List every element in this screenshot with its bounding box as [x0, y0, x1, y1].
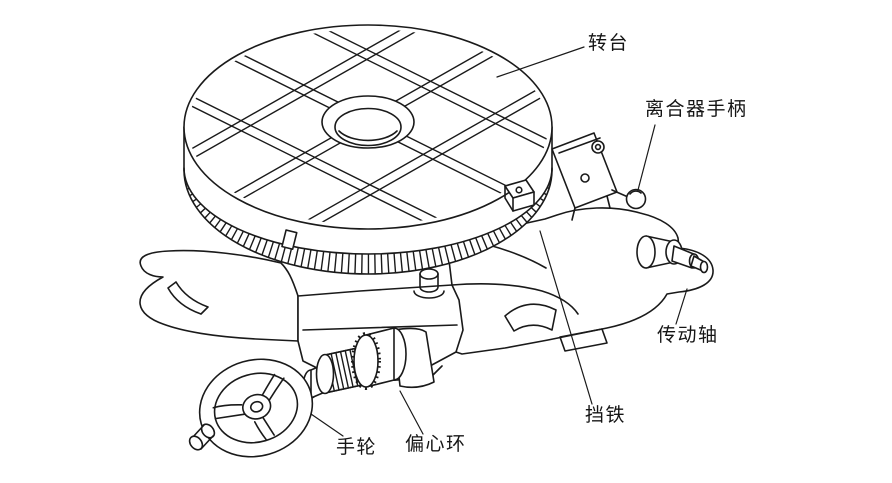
clutch-bracket — [551, 132, 647, 221]
handwheel-assembly — [188, 327, 435, 458]
label-rotary-table: 转台 — [588, 33, 630, 54]
wheel-spoke — [253, 416, 275, 441]
label-stop-block: 挡铁 — [585, 405, 627, 426]
leader-lines — [310, 46, 688, 437]
knurled-drum — [315, 346, 363, 395]
label-handwheel: 手轮 — [336, 437, 378, 458]
label-clutch-handle: 离合器手柄 — [645, 99, 748, 120]
wing-slot — [167, 281, 209, 315]
leader-clutch-handle — [637, 124, 656, 191]
leader-eccentric-ring — [399, 390, 424, 435]
label-drive-shaft: 传动轴 — [657, 325, 719, 346]
base-arch-notch — [504, 303, 557, 332]
leader-handwheel — [310, 413, 344, 437]
graduated-dial — [183, 167, 553, 275]
eccentric-ring-part — [351, 327, 407, 390]
stop-block-part — [504, 179, 535, 212]
wheel-spoke — [261, 373, 285, 401]
label-eccentric-ring: 偏心环 — [405, 434, 467, 455]
crank-grip — [188, 423, 216, 451]
leader-rotary-table — [496, 46, 585, 78]
clutch-ball-knob — [625, 188, 647, 210]
vernier-clamp — [281, 229, 298, 250]
leader-stop-block — [539, 230, 593, 405]
handwheel-wheel — [198, 358, 314, 458]
clamp-nut — [413, 268, 445, 299]
rotary-table-body — [183, 24, 553, 275]
drive-shaft-part — [636, 235, 709, 274]
wheel-spoke — [212, 404, 248, 420]
leader-drive-shaft — [675, 288, 688, 325]
center-bore — [321, 95, 415, 149]
